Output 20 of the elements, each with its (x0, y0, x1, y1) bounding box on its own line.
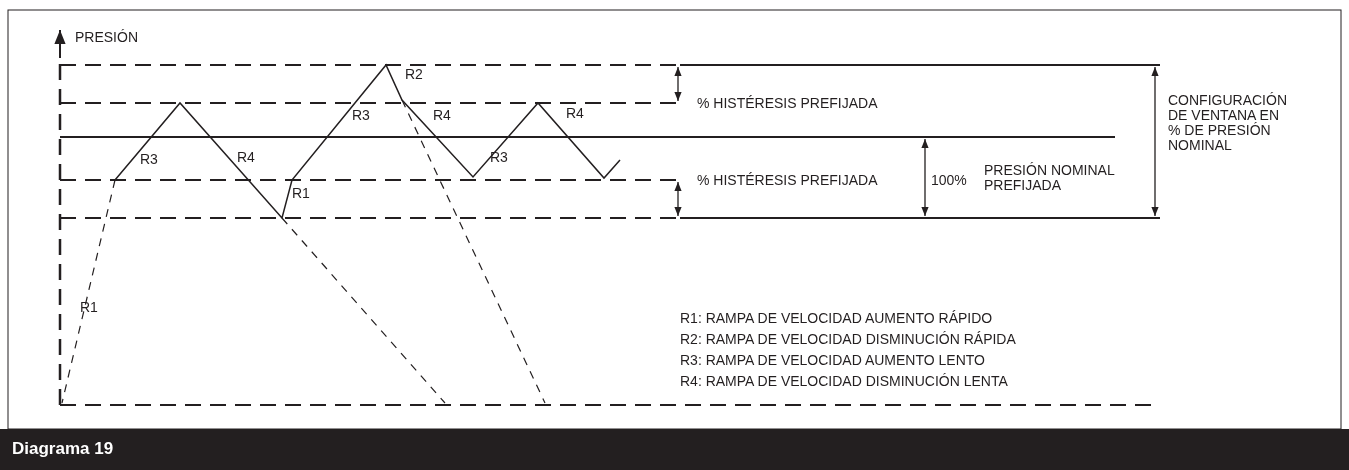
dimension-label: 100% (931, 173, 967, 188)
ramp-label: R1 (292, 186, 310, 201)
axis-label: PRESIÓN (75, 30, 138, 45)
note-text: R2: RAMPA DE VELOCIDAD DISMINUCIÓN RÁPIDA (680, 332, 1016, 347)
ramp-label: R3 (490, 150, 508, 165)
note-text: R1: RAMPA DE VELOCIDAD AUMENTO RÁPIDO (680, 311, 993, 326)
dimension-label: % HISTÉRESIS PREFIJADA (697, 173, 878, 188)
ramp-label: R1 (80, 300, 98, 315)
ramp-label: R4 (237, 150, 255, 165)
ramp-label: R2 (405, 67, 423, 82)
dimension-label: % HISTÉRESIS PREFIJADA (697, 96, 878, 111)
note-text: R3: RAMPA DE VELOCIDAD AUMENTO LENTO (680, 353, 985, 368)
dimension-label: PRESIÓN NOMINAL PREFIJADA (984, 163, 1116, 193)
ramp-label: R4 (566, 106, 584, 121)
ramp-label: R3 (352, 108, 370, 123)
ramp-label: R3 (140, 152, 158, 167)
ramp-label: R4 (433, 108, 451, 123)
dimension-label: CONFIGURACIÓN DE VENTANA EN % DE PRESIÓN NOMINAL (1168, 93, 1286, 153)
note-text: R4: RAMPA DE VELOCIDAD DISMINUCIÓN LENTA (680, 374, 1008, 389)
caption-text: Diagrama 19 (12, 439, 114, 459)
